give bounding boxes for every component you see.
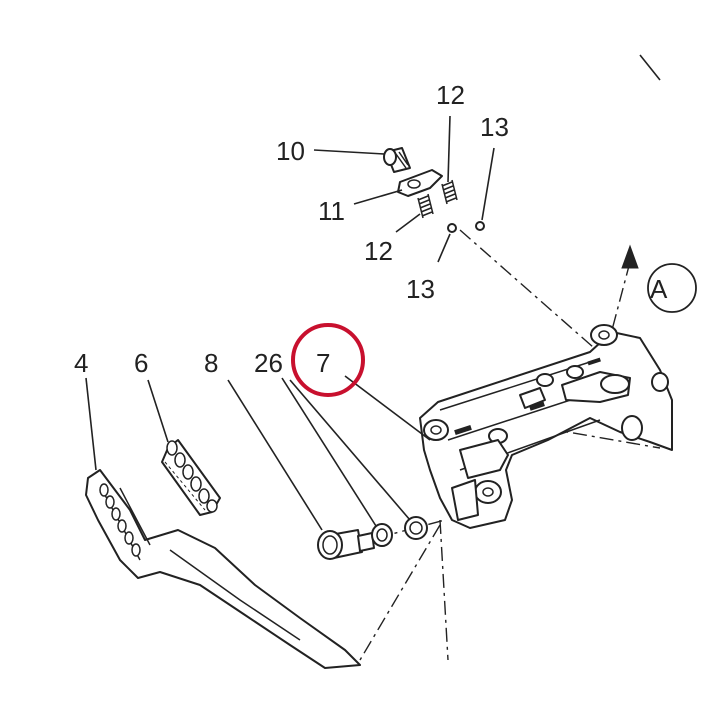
label-part-4: 4: [74, 348, 88, 378]
edge-fragment-line: [639, 54, 661, 81]
ball-upper: [475, 221, 485, 231]
label-part-8: 8: [204, 348, 218, 378]
label-part-13-upper: 13: [480, 112, 509, 142]
label-part-7: 7: [316, 348, 330, 378]
callout-a: A: [647, 263, 697, 313]
label-part-10: 10: [276, 136, 305, 166]
bracket-plate: [397, 169, 443, 197]
arrow-up-icon: [621, 244, 639, 269]
washer-7: [404, 516, 428, 540]
brake-pedal-lever: [85, 469, 361, 669]
bolt: [383, 147, 411, 173]
label-part-12-lower: 12: [364, 236, 393, 266]
footrest-bracket: [419, 324, 673, 529]
highlight-circle: [291, 323, 365, 397]
rubber-pad: [161, 439, 221, 516]
label-part-12-upper: 12: [436, 80, 465, 110]
label-part-11: 11: [318, 196, 345, 226]
spring-upper: [441, 179, 458, 205]
spring-lower: [417, 193, 434, 219]
leader-lines: [85, 115, 495, 531]
label-part-26: 26: [254, 348, 283, 378]
ball-lower: [447, 223, 457, 233]
pedal-grip-teeth: [99, 483, 141, 557]
washer-26: [371, 523, 393, 547]
label-part-13-lower: 13: [406, 274, 435, 304]
callout-a-letter: A: [650, 274, 668, 304]
pivot-pin: [317, 529, 375, 560]
label-part-6: 6: [134, 348, 148, 378]
